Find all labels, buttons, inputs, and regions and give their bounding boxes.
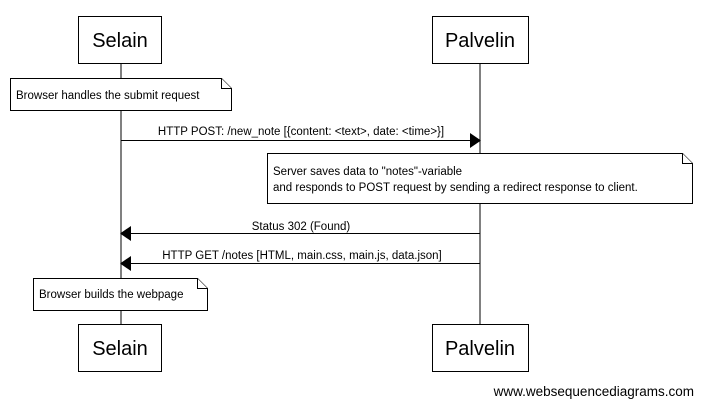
participant-palvelin-bottom-label: Palvelin (445, 338, 515, 360)
message-get-notes-label: HTTP GET /notes [HTML, main.css, main.js… (162, 250, 442, 262)
message-status-302-label: Status 302 (Found) (252, 221, 351, 233)
participant-selain-top-label: Selain (92, 30, 148, 52)
note-browser-submit-text: Browser handles the submit request (16, 90, 200, 102)
note-browser-builds-text: Browser builds the webpage (39, 289, 183, 301)
participant-palvelin-top: Palvelin (432, 16, 529, 64)
arrow-right-icon (470, 133, 481, 148)
message-post-new-note-label: HTTP POST: /new_note [{content: <text>, … (158, 126, 444, 138)
message-get-notes: HTTP GET /notes [HTML, main.css, main.js… (120, 250, 480, 271)
note-server-saves-line2: and responds to POST request by sending … (273, 182, 638, 194)
participant-selain-bottom: Selain (78, 324, 162, 372)
note-browser-submit: Browser handles the submit request (10, 78, 232, 111)
participant-palvelin-top-label: Palvelin (445, 30, 515, 52)
message-post-new-note: HTTP POST: /new_note [{content: <text>, … (121, 126, 481, 148)
participant-selain-bottom-label: Selain (92, 338, 148, 360)
watermark-text: www.websequencediagrams.com (493, 384, 694, 399)
note-browser-builds: Browser builds the webpage (33, 278, 208, 311)
note-server-saves: Server saves data to "notes"-variable an… (267, 153, 693, 204)
note-server-saves-line1: Server saves data to "notes"-variable (273, 166, 462, 178)
participant-selain-top: Selain (78, 16, 162, 64)
message-status-302: Status 302 (Found) (120, 221, 480, 241)
participant-palvelin-bottom: Palvelin (432, 324, 529, 372)
arrow-left-icon (120, 226, 131, 241)
arrow-left-icon (120, 256, 131, 271)
